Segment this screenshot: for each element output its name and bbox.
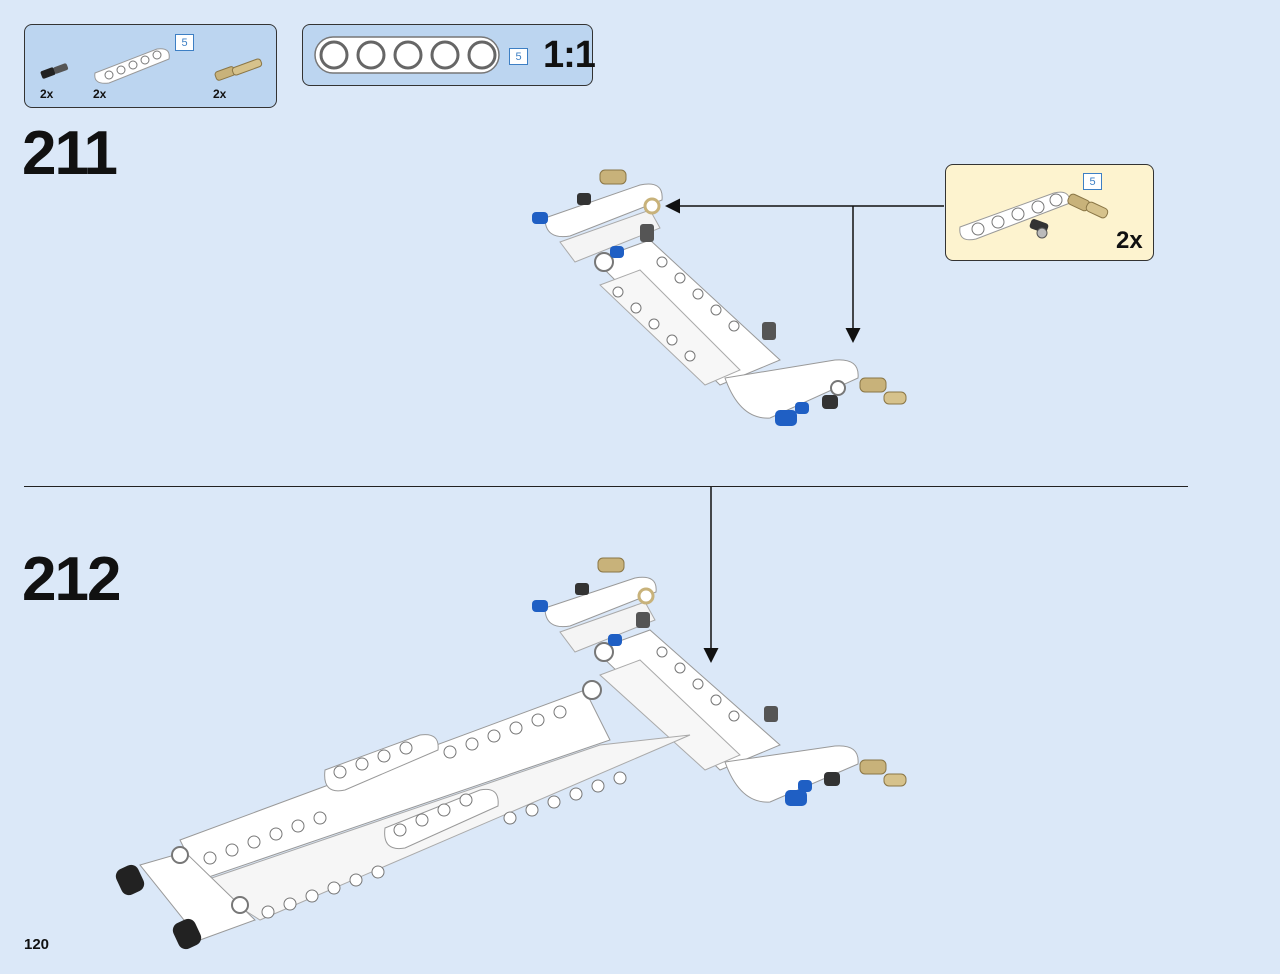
page-number: 120 xyxy=(24,936,50,953)
step-number-211: 211 xyxy=(22,119,118,188)
step-211-arrows xyxy=(665,198,944,343)
white-beam-icon xyxy=(94,48,170,84)
scale-label: 1:1 xyxy=(543,34,596,76)
parts-list-box: 2x 2x 2x 5 xyxy=(24,24,277,108)
subassembly-box: 5 2x xyxy=(945,164,1154,261)
step-number-212: 212 xyxy=(22,545,121,614)
white-beam-length-badge: 5 xyxy=(175,34,194,51)
subassembly-count: 2x xyxy=(1116,227,1143,254)
scale-check-box: 5 1:1 xyxy=(302,24,596,86)
subassembly-illustration xyxy=(959,191,1109,241)
step-211-model xyxy=(532,169,907,426)
step-divider xyxy=(24,486,1188,487)
black-pin-quantity: 2x xyxy=(40,87,54,101)
parts-list-illustration xyxy=(40,48,263,84)
white-beam-quantity: 2x xyxy=(93,87,107,101)
tan-pin-quantity: 2x xyxy=(213,87,227,101)
tan-axle-pin-icon xyxy=(214,58,263,81)
black-pin-icon xyxy=(40,63,69,79)
beam-scale-illustration xyxy=(314,36,500,74)
subassembly-length-badge: 5 xyxy=(1083,173,1102,190)
scale-length-badge: 5 xyxy=(509,48,528,65)
step-212-model xyxy=(115,557,907,950)
